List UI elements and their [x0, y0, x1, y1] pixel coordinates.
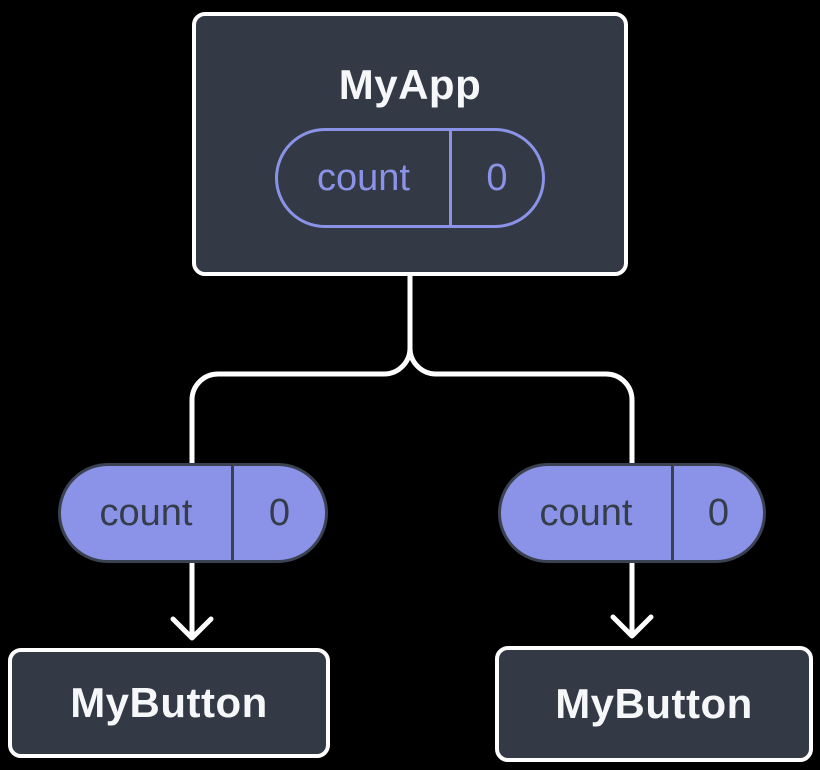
prop-pill-label: count: [539, 491, 633, 534]
prop-pill-label: count: [99, 491, 193, 534]
state-pill-value: 0: [449, 131, 542, 226]
state-pill-label: count: [317, 156, 410, 199]
arrow-down-left-icon: [170, 557, 214, 641]
component-box-myapp: MyApp count 0: [192, 12, 628, 276]
state-pill: count 0: [275, 128, 545, 229]
branch-right-line: [407, 345, 635, 467]
branch-left-line: [189, 345, 413, 467]
prop-pill-value: 0: [671, 466, 763, 560]
component-title: MyButton: [70, 678, 268, 726]
component-title: MyApp: [338, 61, 482, 108]
component-box-mybutton-right: MyButton: [495, 646, 813, 762]
arrow-down-right-icon: [610, 557, 654, 639]
prop-pill-value: 0: [231, 466, 325, 560]
component-box-mybutton-left: MyButton: [8, 648, 330, 758]
prop-pill-left: count 0: [58, 463, 328, 563]
component-title: MyButton: [555, 679, 753, 727]
prop-pill-right: count 0: [498, 463, 766, 563]
